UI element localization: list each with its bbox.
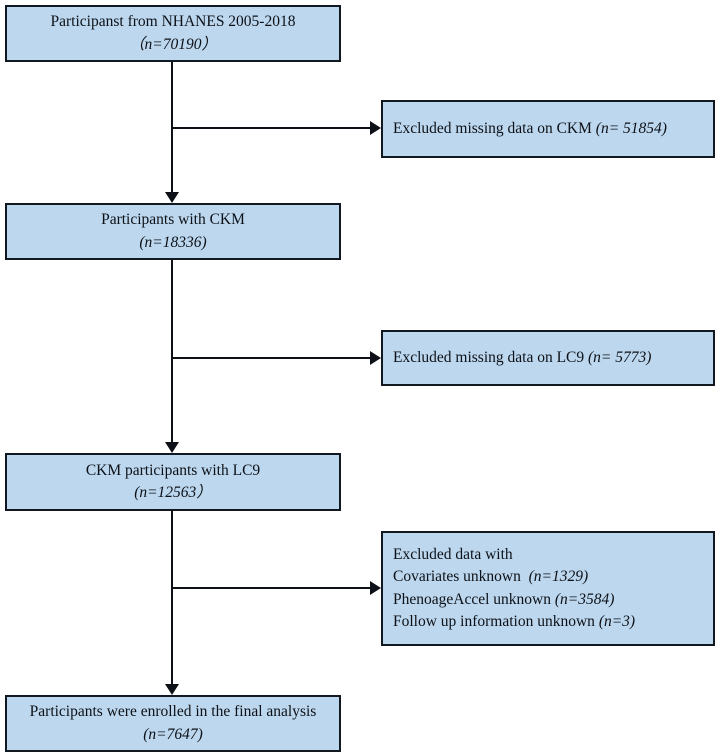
node-participants-nhanes: Participanst from NHANES 2005-2018 （n=70… [5,5,341,62]
node-final-analysis-line-1: Participants were enrolled in the final … [29,703,317,721]
arrow-down-to-ckm-with-lc9 [165,442,179,453]
node-excluded-ckm-line-1: Excluded missing data on CKM (n= 51854) [393,119,667,137]
node-participants-nhanes-line-1: Participanst from NHANES 2005-2018 [50,13,296,31]
arrow-right-to-excluded-ckm [370,121,381,135]
node-excluded-lc9-line-1: Excluded missing data on LC9 (n= 5773) [393,348,652,366]
node-ckm-with-lc9-line-1: CKM participants with LC9 [85,461,261,479]
node-excluded-other-line-4: Follow up information unknown (n=3) [393,612,636,630]
node-excluded-ckm: Excluded missing data on CKM (n= 51854) [381,100,715,158]
node-excluded-other-line-1: Excluded data with [393,545,513,563]
node-final-analysis: Participants were enrolled in the final … [5,695,341,752]
node-ckm-participants-with-lc9: CKM participants with LC9 (n=12563） [5,453,341,511]
node-excluded-other: Excluded data with Covariates unknown (n… [381,531,715,646]
connector-trunk-3 [171,511,173,684]
node-final-analysis-line-2: (n=7647) [143,725,203,743]
node-participants-nhanes-line-2: （n=70190） [129,35,217,53]
arrow-down-to-participants-ckm [165,192,179,203]
connector-trunk-2 [171,260,173,442]
arrow-down-to-final-analysis [165,684,179,695]
node-excluded-other-line-2: Covariates unknown (n=1329) [393,568,589,586]
node-excluded-other-line-3: PhenoageAccel unknown (n=3584) [393,590,615,608]
connector-branch-excluded-ckm [171,127,376,129]
connector-branch-excluded-other [171,587,376,589]
arrow-right-to-excluded-lc9 [370,351,381,365]
connector-branch-excluded-lc9 [171,357,376,359]
node-excluded-lc9: Excluded missing data on LC9 (n= 5773) [381,330,715,386]
node-ckm-with-lc9-line-2: (n=12563） [134,484,212,501]
node-participants-ckm-line-2: (n=18336) [139,233,207,251]
arrow-right-to-excluded-other [370,581,381,595]
node-participants-ckm-line-1: Participants with CKM [101,211,245,229]
node-participants-ckm: Participants with CKM (n=18336) [5,203,341,260]
